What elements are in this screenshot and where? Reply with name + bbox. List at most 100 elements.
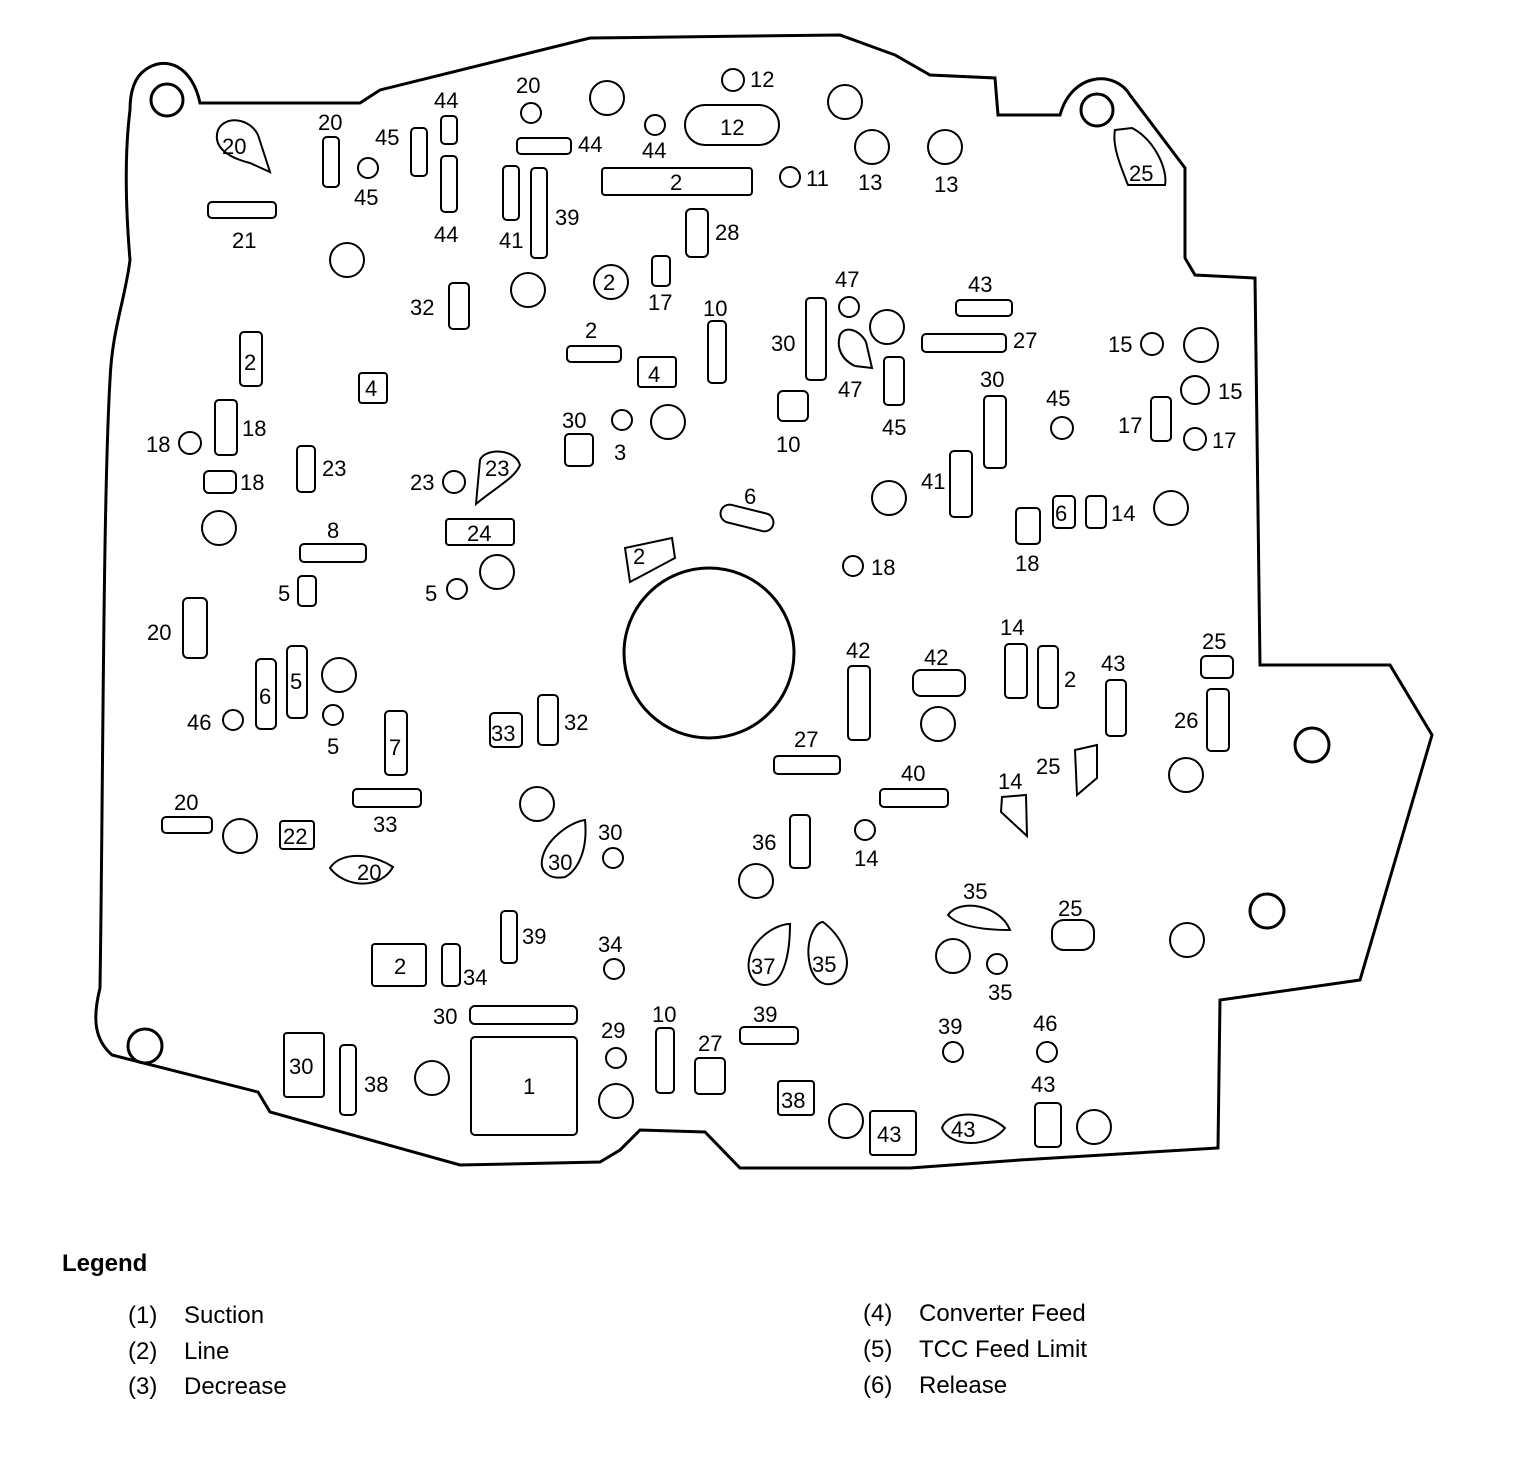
- passage-number: 14: [1111, 501, 1135, 526]
- passage-number: 2: [670, 170, 682, 195]
- legend-title: Legend: [62, 1250, 148, 1277]
- passage-number: 46: [1033, 1011, 1057, 1036]
- passage-port: [644, 114, 666, 136]
- passage-number: 13: [858, 170, 882, 195]
- passage-labels: 20 21 20 45 45 44 44 44 20 44 41 39 44 1…: [146, 67, 1242, 1147]
- passage-port: [1168, 757, 1204, 793]
- passage-port: [883, 356, 905, 406]
- passage-port: [1004, 643, 1028, 699]
- passage-port: [296, 445, 316, 493]
- passage-port: [207, 201, 277, 219]
- passage-number: 8: [327, 518, 339, 543]
- passage-port: [871, 480, 907, 516]
- passage-number: 12: [750, 67, 774, 92]
- passage-port: [410, 127, 428, 177]
- legend-item: (3)Decrease: [128, 1373, 287, 1400]
- passage-port: [603, 958, 625, 980]
- passage-number: 20: [516, 73, 540, 98]
- passage-port: [357, 157, 379, 179]
- passage-port: [927, 129, 963, 165]
- passage-number: 35: [988, 980, 1012, 1005]
- passage-port: [178, 431, 202, 455]
- passage-number: 5: [290, 669, 302, 694]
- passage-port: [655, 1027, 675, 1094]
- passage-port: [777, 1080, 815, 1116]
- passage-port: [1085, 495, 1107, 529]
- passage-number: 23: [485, 456, 509, 481]
- passage-port: [161, 816, 213, 834]
- passage-port: [935, 938, 971, 974]
- passage-port: [358, 372, 388, 404]
- passage-port: [869, 309, 905, 345]
- passage-port: [721, 68, 745, 92]
- passage-port: [516, 137, 572, 155]
- passage-number: 30: [598, 820, 622, 845]
- passage-port: [215, 119, 272, 174]
- passage-port: [789, 814, 811, 869]
- passage-number: 2: [1064, 667, 1076, 692]
- passage-number: 41: [921, 469, 945, 494]
- passage-port: [446, 578, 468, 600]
- passage-port: [321, 657, 357, 693]
- passage-port: [589, 80, 625, 116]
- legend: Legend (1)Suction (2)Line (3)Decrease (4…: [62, 1248, 1462, 1428]
- passage-port: [805, 297, 827, 381]
- passage-port: [414, 1060, 450, 1096]
- passage-number: 30: [562, 408, 586, 433]
- passage-number: 27: [1013, 328, 1037, 353]
- valve-body-outline: [94, 33, 1434, 1170]
- passage-port: [384, 710, 408, 776]
- passage-port: [779, 166, 801, 188]
- passage-number: 34: [598, 932, 622, 957]
- passage-port: [203, 470, 237, 494]
- passage-port: [1105, 679, 1127, 737]
- passage-number: 18: [242, 416, 266, 441]
- passage-number: 4: [648, 362, 660, 387]
- passage-port: [912, 669, 966, 697]
- passage-port: [445, 518, 515, 546]
- central-bore: [622, 566, 796, 740]
- passage-number: 10: [776, 432, 800, 457]
- passage-port: [479, 554, 515, 590]
- passage-port: [837, 328, 874, 370]
- passage-number: 33: [491, 721, 515, 746]
- passage-number: 4: [365, 376, 377, 401]
- passage-port: [611, 409, 633, 431]
- passage-number: 34: [463, 965, 487, 990]
- passage-number: 6: [259, 684, 271, 709]
- passage-port: [239, 331, 263, 387]
- passage-number: 39: [555, 205, 579, 230]
- passage-number: 38: [781, 1088, 805, 1113]
- passage-port: [651, 255, 671, 287]
- passage-number: 35: [963, 879, 987, 904]
- passage-port: [602, 847, 624, 869]
- passage-number: 43: [877, 1122, 901, 1147]
- passage-number: 11: [806, 166, 829, 191]
- passage-port: [593, 264, 629, 300]
- passage-port: [1051, 919, 1095, 951]
- passage-number: 33: [373, 812, 397, 837]
- passage-port: [773, 755, 841, 775]
- passage-number: 15: [1108, 332, 1132, 357]
- legend-item: (2)Line: [128, 1338, 230, 1365]
- passage-port: [685, 208, 709, 258]
- passage-number: 7: [389, 735, 401, 760]
- passage-number: 30: [548, 850, 572, 875]
- passage-number: 26: [1174, 708, 1198, 733]
- passage-number: 30: [433, 1004, 457, 1029]
- passage-port: [222, 709, 244, 731]
- passage-number: 21: [232, 228, 256, 253]
- passage-number: 44: [434, 222, 458, 247]
- pockets: [215, 119, 1167, 1144]
- passage-number: 12: [720, 115, 744, 140]
- passage-number: 45: [882, 415, 906, 440]
- passage-port: [598, 1083, 634, 1119]
- passage-number: 25: [1058, 896, 1082, 921]
- passage-port: [299, 543, 367, 563]
- passage-port: [1180, 375, 1210, 405]
- passage-number: 20: [318, 110, 342, 135]
- passage-number: 39: [522, 924, 546, 949]
- passage-number: 2: [244, 350, 256, 375]
- passage-port: [949, 450, 973, 518]
- passage-port: [983, 395, 1007, 469]
